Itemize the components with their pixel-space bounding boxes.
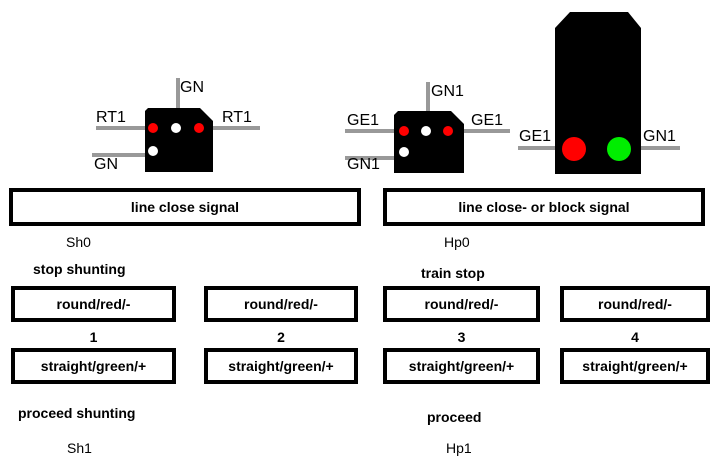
- column-number-2: 2: [277, 329, 285, 345]
- label-rt1-left: RT1: [96, 109, 126, 126]
- shunting-signal: [92, 78, 260, 172]
- lamp-green: [607, 137, 631, 161]
- label-block-ge1: GE1: [519, 128, 552, 145]
- lamp-red-right: [443, 126, 453, 136]
- round-red-box-1: round/red/-: [11, 286, 176, 322]
- label-ge1-left: GE1: [347, 112, 380, 129]
- column-number-1: 1: [89, 329, 98, 345]
- straight-green-box-3: straight/green/+: [383, 348, 540, 384]
- straight-green-box-4: straight/green/+: [560, 348, 710, 384]
- block-signal: [518, 12, 680, 174]
- label-gn1-top: GN1: [431, 83, 464, 100]
- header-line-close-or-block-signal: line close- or block signal: [383, 188, 705, 226]
- lamp-white-bottom: [399, 147, 409, 157]
- lamp-red-right: [194, 123, 204, 133]
- block-signal-body: [555, 12, 641, 174]
- label-ge1-right: GE1: [471, 112, 504, 129]
- aspect-sh0: Sh0: [66, 234, 91, 250]
- round-red-box-4: round/red/-: [560, 286, 710, 322]
- shunting-signal-body: [145, 108, 213, 172]
- straight-green-box-2: straight/green/+: [204, 348, 358, 384]
- label-rt1-right: RT1: [222, 109, 252, 126]
- label-gn-bottom: GN: [94, 156, 118, 173]
- line-close-signal: [345, 82, 510, 173]
- label-block-gn1: GN1: [643, 128, 676, 145]
- column-number-3: 3: [457, 329, 466, 345]
- lamp-red-left: [148, 123, 158, 133]
- train-stop-label: train stop: [421, 265, 485, 281]
- signal-drawings: [92, 12, 680, 174]
- header-line-close-signal: line close signal: [9, 188, 361, 226]
- lamp-red: [562, 137, 586, 161]
- straight-green-box-1: straight/green/+: [11, 348, 176, 384]
- aspect-hp1: Hp1: [446, 440, 472, 456]
- lamp-red-left: [399, 126, 409, 136]
- aspect-sh1: Sh1: [67, 440, 92, 456]
- column-number-4: 4: [631, 329, 639, 345]
- lamp-white-center: [421, 126, 431, 136]
- round-red-box-2: round/red/-: [204, 286, 358, 322]
- round-red-box-3: round/red/-: [383, 286, 540, 322]
- proceed-shunting-label: proceed shunting: [18, 405, 136, 421]
- proceed-label: proceed: [427, 409, 482, 425]
- stop-shunting-label: stop shunting: [33, 261, 126, 277]
- label-gn1-bottom: GN1: [347, 156, 380, 173]
- label-gn-top: GN: [180, 79, 204, 96]
- aspect-hp0: Hp0: [444, 234, 470, 250]
- lamp-white-bottom: [148, 146, 158, 156]
- lamp-white-center: [171, 123, 181, 133]
- line-close-signal-body: [394, 111, 464, 173]
